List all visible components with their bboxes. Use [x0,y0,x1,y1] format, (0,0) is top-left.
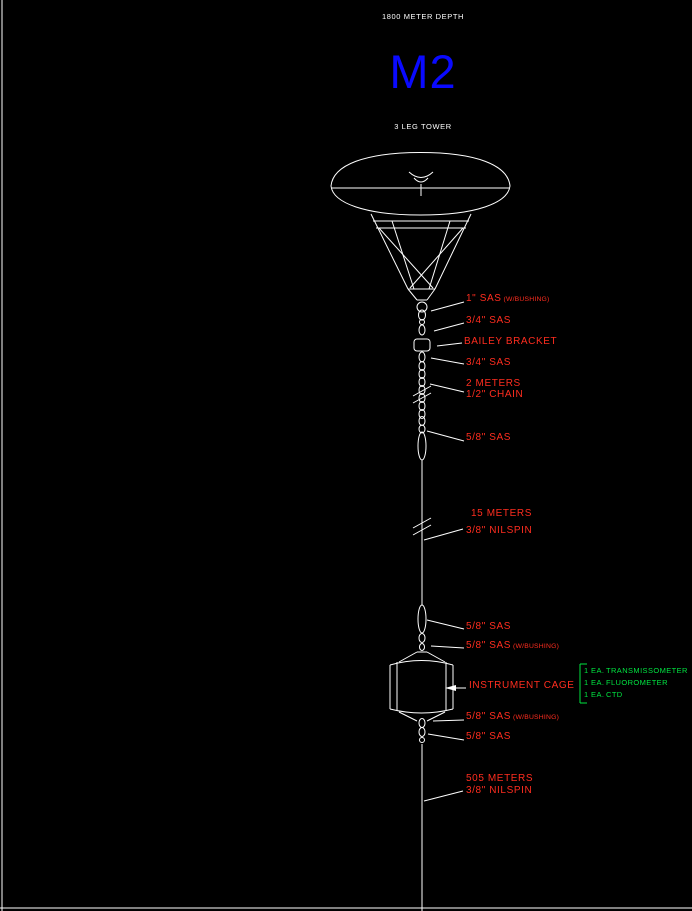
buoy-hull [330,151,511,216]
instrument-cage [389,651,454,722]
label-text: 5/8" SAS [466,640,512,651]
leader-lines [423,301,465,802]
equipment-qty: 1 EA. [584,678,605,687]
label-nilspin-size-upper: 3/8" NILSPIN [466,525,533,536]
label-bailey-bracket: BAILEY BRACKET [464,336,558,347]
label-text: 5/8" SAS [466,711,512,722]
equipment-name: CTD [606,690,623,699]
label-34-sas-upper: 3/4" SAS [466,315,512,326]
leader-34-sas-upper [433,322,465,332]
label-58-sas-above-cage: 5/8" SAS [466,621,512,632]
label-suffix: (W/BUSHING) [513,714,560,721]
swivel-fitting [417,424,427,461]
label-58-sas-upper: 5/8" SAS [466,432,512,443]
equipment-name: TRANSMISSOMETER [606,666,688,675]
label-suffix: (W/BUSHING) [503,296,550,303]
equipment-qty: 1 EA. [584,666,605,675]
label-text: 1" SAS [466,293,502,304]
equipment-qty: 1 EA. [584,690,605,699]
tower [370,213,472,301]
label-suffix: (W/BUSHING) [513,643,560,650]
label-58-sas-bushing-above-cage: 5/8" SAS(W/BUSHING) [466,640,560,652]
tower-label: 3 LEG TOWER [394,122,452,131]
upper-hardware [413,301,431,363]
label-58-sas-bushing-below-cage: 5/8" SAS(W/BUSHING) [466,711,560,723]
leader-58-sas-below-cage [427,733,465,741]
chain-section [418,361,426,426]
mooring-title: M2 [389,45,457,98]
equipment-bracket [579,663,587,704]
leader-58-sas-upper [426,430,465,442]
leader-chain [429,383,465,393]
leader-34-sas-lower [430,357,465,365]
label-nilspin-length-upper: 15 METERS [471,508,532,519]
break-mark-chain [412,385,432,404]
hardware-below-cage [418,718,426,743]
cage-arrow [445,685,466,691]
equipment-name: FLUOROMETER [606,678,668,687]
leader-nilspin-lower [423,790,464,802]
label-chain-size: 1/2" CHAIN [466,389,524,400]
label-instrument-cage: INSTRUMENT CAGE [469,680,575,691]
leader-nilspin-upper [423,528,464,541]
leader-1in-sas [430,301,465,312]
leader-bailey-bracket [436,342,463,347]
equipment-item-ctd: 1 EA. CTD [584,690,623,699]
equipment-item-transmissometer: 1 EA. TRANSMISSOMETER [584,666,688,675]
label-58-sas-below-cage: 5/8" SAS [466,731,512,742]
leader-58-sas-bushing-above-cage [430,645,465,649]
buoy-logo-icon [408,171,434,196]
leader-58-sas-bushing-below-cage [432,719,465,722]
label-nilspin-length-lower: 505 METERS [466,773,534,784]
label-nilspin-size-lower: 3/8" NILSPIN [466,785,533,796]
label-chain-length: 2 METERS [466,378,521,389]
label-34-sas-lower: 3/4" SAS [466,357,512,368]
leader-58-sas-above-cage [426,619,465,630]
break-mark-wire [412,517,432,536]
hardware-above-cage [417,604,427,651]
depth-label: 1800 METER DEPTH [381,12,465,21]
label-1in-sas: 1" SAS(W/BUSHING) [466,293,550,305]
equipment-item-fluorometer: 1 EA. FLUOROMETER [584,678,668,687]
